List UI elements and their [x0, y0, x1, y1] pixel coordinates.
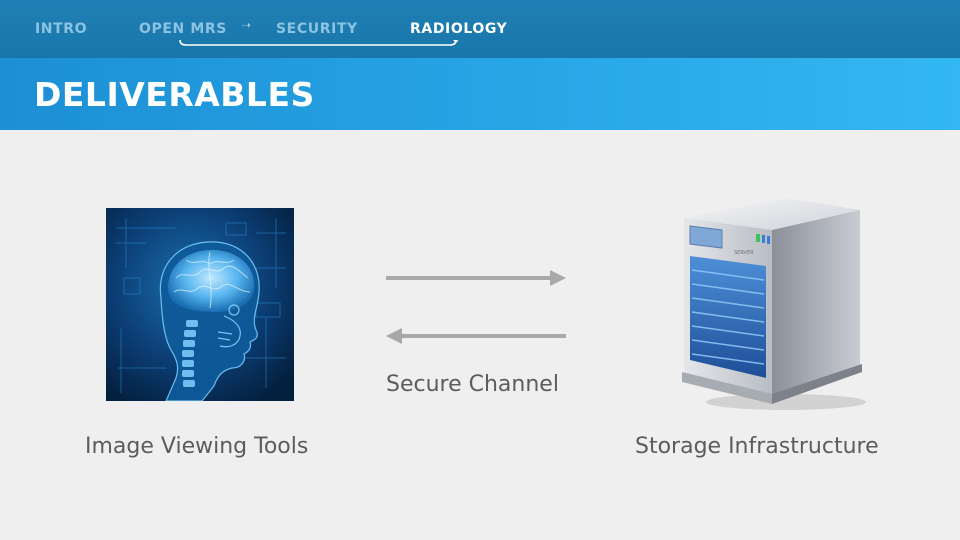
header-band [0, 58, 960, 130]
nav-item-intro[interactable]: INTRO [35, 21, 88, 37]
right-arrow-icon: ➝ [241, 18, 252, 32]
image-viewing-tools-caption: Image Viewing Tools [85, 434, 309, 459]
nav-bracket-arrow [179, 40, 458, 46]
storage-infrastructure-caption: Storage Infrastructure [635, 434, 879, 459]
top-nav-bar: INTRO OPEN MRS ➝ SECURITY RADIOLOGY [0, 0, 960, 58]
page-title: DELIVERABLES [34, 75, 315, 114]
server-image: SERVER [682, 198, 866, 410]
server-brand-label: SERVER [734, 250, 754, 256]
right-arrow-icon [386, 270, 566, 286]
brain-xray-image [106, 208, 294, 401]
secure-channel-caption: Secure Channel [386, 372, 559, 397]
nav-item-security[interactable]: SECURITY [276, 21, 358, 37]
nav-item-open-mrs[interactable]: OPEN MRS [139, 21, 227, 37]
nav-item-radiology[interactable]: RADIOLOGY [410, 21, 508, 37]
left-arrow-icon [386, 328, 566, 344]
